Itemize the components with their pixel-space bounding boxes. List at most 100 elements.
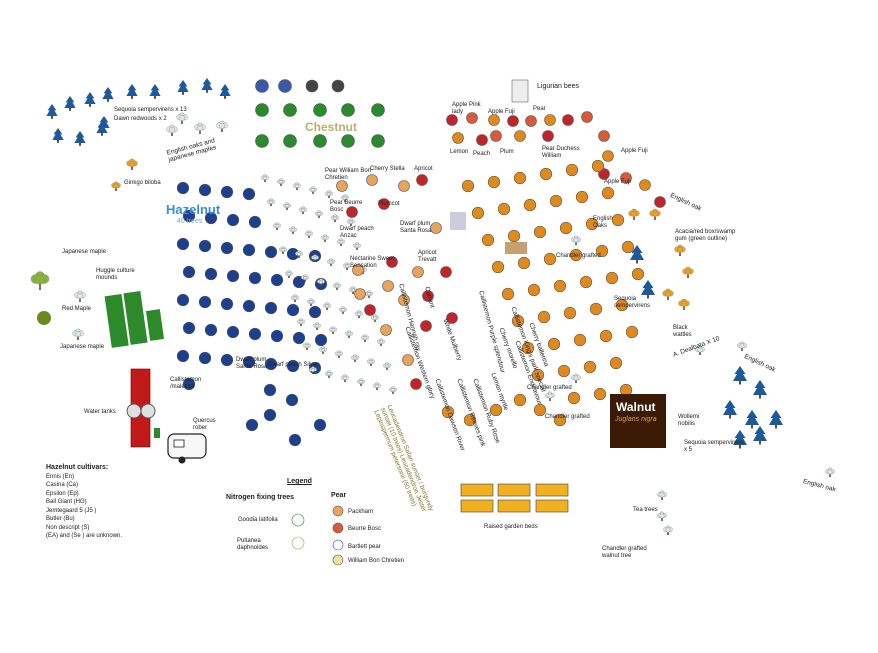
pear-william-label: Pear William Bon Chretien <box>325 168 372 181</box>
walnut-tree-marker <box>621 240 635 254</box>
chestnut-tree-marker <box>341 103 355 117</box>
oak-tree-icon <box>545 391 555 401</box>
chestnut-tree-marker <box>341 134 355 148</box>
pear-beurre-label: Pear Beurre Bosc <box>330 200 363 213</box>
walnut-tree-marker <box>593 387 607 401</box>
fruit-tree-marker <box>430 222 442 234</box>
cultivar-item: Epsilon (Ep) <box>46 490 79 497</box>
fruit-tree-marker <box>639 179 651 191</box>
pear-item-beurre: Beurre Bosc <box>348 526 382 532</box>
sequoia-tree-icon <box>733 366 747 385</box>
walnut-tree-marker <box>601 186 615 200</box>
hazelnut-tree-marker <box>204 267 218 281</box>
hazelnut-tree-marker <box>242 243 256 257</box>
walnut-tree-marker <box>631 267 645 281</box>
small-tree-icon <box>309 366 317 374</box>
sequoia-tree-icon <box>753 426 767 445</box>
chandler-label-3: Chandler grafted <box>545 414 590 420</box>
small-tree-icon <box>303 342 311 350</box>
small-tree-icon <box>307 298 315 306</box>
oak-tree-icon <box>657 511 667 521</box>
walnut-tree-marker <box>531 368 545 382</box>
walnut-tree-marker <box>557 364 571 378</box>
hazelnut-title: Hazelnut <box>166 202 221 217</box>
small-tree-icon <box>333 282 341 290</box>
pear-william-marker <box>332 554 344 566</box>
small-tree-icon <box>291 294 299 302</box>
sequoia-tree-icon <box>52 128 64 143</box>
quercus-label: Quercus rober <box>193 418 216 431</box>
acacia-label: Acacia/red box/swamp gum (green outline) <box>675 229 736 242</box>
caravan-icon <box>173 439 185 448</box>
small-tree-icon <box>327 258 335 266</box>
chestnut-tree-marker <box>283 103 297 117</box>
red-maple-label: Red Maple <box>62 306 92 312</box>
hazelnut-tree-marker <box>220 353 234 367</box>
walnut-tree-marker <box>615 298 629 312</box>
hazelnut-tree-marker <box>182 265 196 279</box>
walnut-tree-marker <box>533 403 547 417</box>
apple-fuji-label-2: Apple Fuji <box>621 148 648 154</box>
nitrogen-heading: Nitrogen fixing trees <box>226 494 295 501</box>
walnut-tree-marker <box>537 310 551 324</box>
hazelnut-tree-marker <box>248 271 262 285</box>
walnut-tree-marker <box>585 217 599 231</box>
walnut-title: Walnut <box>616 400 656 414</box>
goodia-legend-marker <box>291 513 305 527</box>
huggle-mound <box>123 291 148 345</box>
fruit-tree-marker <box>386 256 398 268</box>
walnut-tree-marker <box>563 306 577 320</box>
walnut-tree-marker <box>589 302 603 316</box>
sequoia-tree-icon <box>201 78 213 93</box>
nectarine-label: Nectarine Sweet Sensation <box>350 256 395 269</box>
small-tree-icon <box>357 378 365 386</box>
small-tree-icon <box>355 310 363 318</box>
sequoia-5-label: Sequoia sempervirens x 5 <box>684 440 744 453</box>
cultivar-item: Jemtegaard 5 (J5 ) <box>46 507 97 514</box>
small-tree-icon <box>319 346 327 354</box>
walnut-tree-marker <box>513 393 527 407</box>
walnut-tree-marker <box>553 279 567 293</box>
pultanea-legend-marker <box>291 536 305 550</box>
small-tree-icon <box>353 242 361 250</box>
chandler-label-1: Chandler grafted <box>556 253 601 259</box>
dwarf-peach-label-2: Dwarf peach Silvan <box>268 362 320 368</box>
small-tree-icon <box>351 354 359 362</box>
fruit-tree-marker <box>422 290 434 302</box>
walnut-tree-marker <box>497 202 511 216</box>
chestnut-tree-marker <box>255 134 269 148</box>
small-tree-icon <box>305 230 313 238</box>
oak-tree-icon <box>737 341 747 351</box>
wattle-tree-icon <box>682 266 694 278</box>
walnut-species: Juglans nigra <box>615 416 657 423</box>
fruit-tree-marker <box>525 115 537 127</box>
small-tree-icon <box>289 226 297 234</box>
walnut-tree-marker <box>609 356 623 370</box>
sequoia-tree-icon <box>769 410 783 429</box>
oak-tree-icon <box>571 373 581 383</box>
fruit-tree-marker <box>490 130 502 142</box>
hazelnut-tree-marker <box>245 418 259 432</box>
fruit-tree-marker <box>410 378 422 390</box>
cultivar-item: Ball Giant (HG) <box>46 499 87 505</box>
hazelnut-tree-marker <box>248 327 262 341</box>
fruit-tree-marker <box>581 111 593 123</box>
walnut-tree-marker <box>625 325 639 339</box>
small-tree-icon <box>337 238 345 246</box>
small-tree-icon <box>329 326 337 334</box>
hazelnut-tree-marker <box>270 273 284 287</box>
sequoia-tree-icon <box>84 92 96 107</box>
pear-duchess-label: Pear Duchess William <box>542 146 580 159</box>
walnut-tree-marker <box>591 159 605 173</box>
small-tree-icon <box>361 334 369 342</box>
small-tree-icon <box>293 182 301 190</box>
walnut-tree-marker <box>441 405 455 419</box>
raised-bed <box>535 499 569 513</box>
hazelnut-cultivars: Hazelnut cultivars: Ennis (En) Casina (C… <box>46 464 122 541</box>
fruit-tree-marker <box>440 266 452 278</box>
chestnut-tree-marker <box>313 134 327 148</box>
chestnut-tree-marker <box>371 134 385 148</box>
walnut-tree-marker <box>461 179 475 193</box>
raised-beds-label: Raised garden beds <box>484 524 538 530</box>
chestnut-tree-marker <box>283 134 297 148</box>
